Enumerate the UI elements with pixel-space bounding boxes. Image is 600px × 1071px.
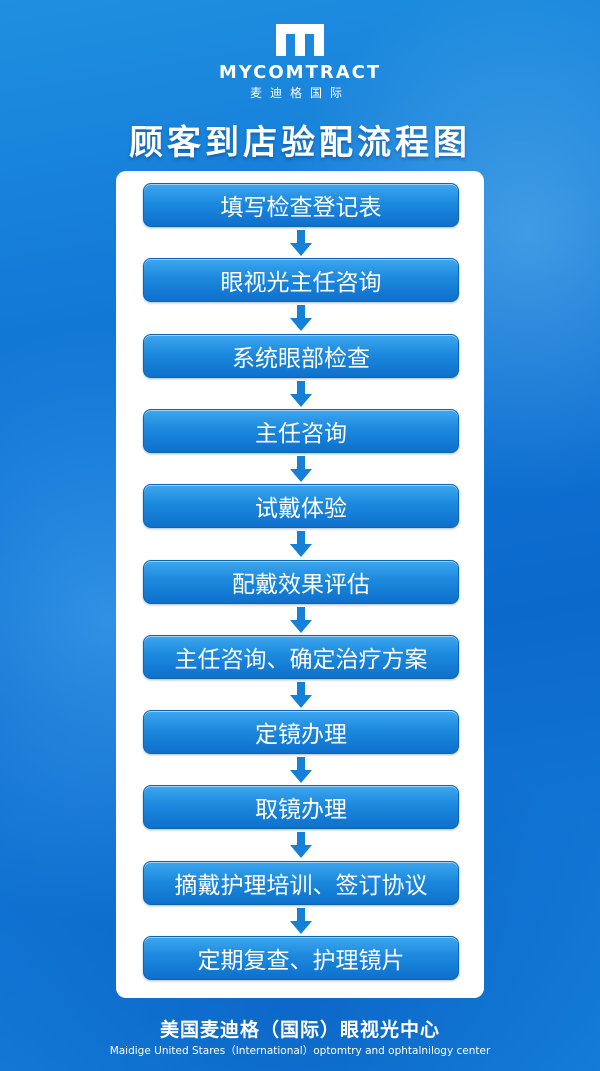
flow-step-4: 主任咨询: [143, 408, 459, 453]
page-title: 顾客到店验配流程图: [129, 123, 471, 163]
flow-step-8: 定镜办理: [143, 710, 459, 755]
flow-step-2: 眼视光主任咨询: [143, 258, 459, 303]
arrow-down-icon: [290, 681, 312, 708]
m-monogram-icon: [276, 24, 324, 56]
arrow-down-icon: [290, 230, 312, 256]
arrow-down-icon: [290, 907, 312, 934]
flow-step-1: 填写检查登记表: [143, 183, 459, 227]
logo-chinese-name: 麦迪格国际: [249, 86, 350, 100]
flow-step-10: 摘戴护理培训、签订协议: [143, 860, 459, 905]
arrow-down-icon: [290, 305, 312, 332]
flow-step-5: 试戴体验: [143, 484, 459, 529]
logo-wordmark: MYCOMTRACT: [218, 62, 382, 83]
arrow-down-icon: [290, 832, 312, 859]
arrow-down-icon: [290, 455, 312, 482]
arrow-down-icon: [290, 757, 312, 784]
flow-step-7: 主任咨询、确定治疗方案: [143, 634, 459, 679]
footer-center-name-en: Maidige United Stares（International）opto…: [109, 1045, 491, 1057]
arrow-down-icon: [290, 531, 312, 558]
flow-step-11: 定期复查、护理镜片: [143, 936, 459, 980]
flow-step-9: 取镜办理: [143, 785, 459, 830]
flow-step-6: 配戴效果评估: [143, 559, 459, 604]
arrow-down-icon: [290, 606, 312, 633]
flowchart-panel: 填写检查登记表眼视光主任咨询系统眼部检查主任咨询试戴体验配戴效果评估主任咨询、确…: [116, 171, 484, 998]
logo: MYCOMTRACT 麦迪格国际: [0, 22, 600, 100]
flow-step-3: 系统眼部检查: [143, 333, 459, 378]
arrow-down-icon: [290, 380, 312, 407]
footer-center-name: 美国麦迪格（国际）眼视光中心: [159, 1019, 440, 1041]
